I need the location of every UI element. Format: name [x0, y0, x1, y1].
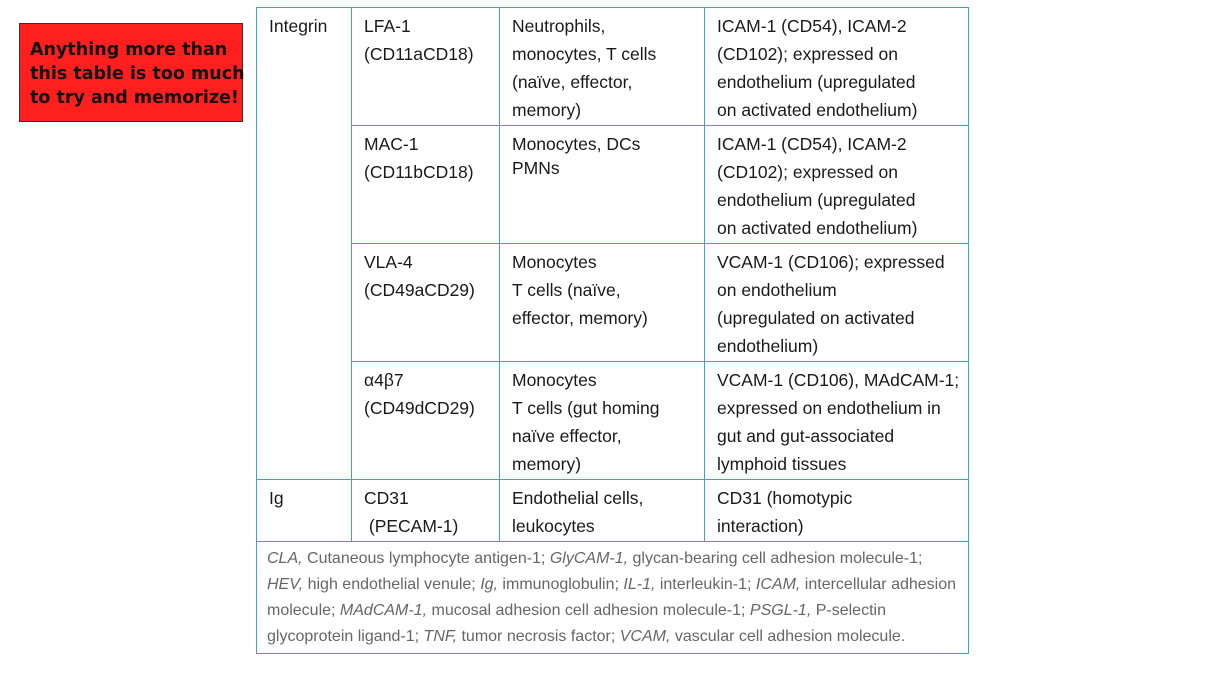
ligand-line: on activated endothelium) [717, 218, 918, 238]
abbr-term: PSGL-1, [749, 602, 812, 619]
ligand-cell: VCAM-1 (CD106), MAdCAM-1; expressed on e… [704, 361, 969, 480]
cell-types-line: (naïve, effector, [512, 72, 633, 92]
molecule-cell: α4β7 (CD49dCD29) [351, 361, 500, 480]
ligand-line: ICAM-1 (CD54), ICAM-2 [717, 16, 907, 36]
abbr-term: HEV, [267, 576, 304, 593]
ligand-line: ICAM-1 (CD54), ICAM-2 [717, 134, 907, 154]
cell-types-line: T cells (naïve, [512, 280, 621, 300]
family-label: Integrin [269, 16, 328, 36]
ligand-line: VCAM-1 (CD106); expressed [717, 252, 945, 272]
molecule-line: (PECAM-1) [364, 516, 459, 536]
ligand-line: (CD102); expressed on [717, 44, 898, 64]
abbr-definition: vascular cell adhesion molecule. [670, 628, 906, 645]
cell-types-line: monocytes, T cells [512, 44, 657, 64]
table-row: Integrin LFA-1 (CD11aCD18) Neutrophils, … [256, 7, 969, 126]
abbr-definition: high endothelial venule; [303, 576, 481, 593]
abbr-term: MAdCAM-1, [339, 602, 428, 619]
molecule-line: LFA-1 [364, 16, 411, 36]
molecule-cell: LFA-1 (CD11aCD18) [351, 7, 500, 126]
ligand-line: gut and gut-associated [717, 426, 895, 446]
molecule-cell: CD31 (PECAM-1) [351, 479, 500, 542]
abbr-definition: Cutaneous lymphocyte antigen-1; [302, 550, 550, 567]
molecule-line: (CD49dCD29) [364, 398, 475, 418]
family-label: Ig [269, 488, 284, 508]
family-cell: Integrin [256, 7, 352, 126]
ligand-line: on endothelium [717, 280, 837, 300]
abbr-definition: interleukin-1; [655, 576, 756, 593]
abbr-term: IL-1, [623, 576, 656, 593]
cell-types-line: Monocytes [512, 370, 597, 390]
family-cell: Ig [256, 479, 352, 542]
cell-types-line: effector, memory) [512, 308, 648, 328]
table-row: Ig CD31 (PECAM-1) Endothelial cells, leu… [256, 479, 969, 542]
cell-types-cell: Endothelial cells, leukocytes [499, 479, 705, 542]
molecule-line: (CD11aCD18) [364, 44, 474, 64]
abbr-definition: mucosal adhesion cell adhesion molecule-… [427, 602, 750, 619]
cell-types-cell: Neutrophils, monocytes, T cells (naïve, … [499, 7, 705, 126]
molecule-line: (CD49aCD29) [364, 280, 475, 300]
ligand-line: on activated endothelium) [717, 100, 918, 120]
ligand-line: lymphoid tissues [717, 454, 847, 474]
molecule-line: VLA-4 [364, 252, 413, 272]
cell-types-line: PMNs [512, 158, 560, 178]
cell-types-line: Endothelial cells, [512, 488, 644, 508]
ligand-cell: ICAM-1 (CD54), ICAM-2 (CD102); expressed… [704, 7, 969, 126]
molecule-line: MAC-1 [364, 134, 419, 154]
abbr-definition: P-selectin glycoprotein ligand-1; [267, 602, 886, 645]
ligand-line: expressed on endothelium in [717, 398, 941, 418]
ligand-line: (upregulated on activated [717, 308, 915, 328]
abbr-term: ICAM, [755, 576, 801, 593]
family-cell [256, 361, 352, 480]
abbr-definition: tumor necrosis factor; [457, 628, 620, 645]
abbr-term: TNF, [423, 628, 458, 645]
memorize-callout: Anything more than this table is too muc… [19, 23, 245, 122]
callout-line: Anything more than [30, 40, 228, 60]
adhesion-molecule-table: Integrin LFA-1 (CD11aCD18) Neutrophils, … [256, 7, 969, 654]
abbr-definition: glycan-bearing cell adhesion molecule-1; [628, 550, 923, 567]
table-row: MAC-1 (CD11bCD18) Monocytes, DCs PMNs IC… [256, 125, 969, 244]
cell-types-line: Monocytes, DCs [512, 134, 641, 154]
ligand-line: endothelium) [717, 336, 819, 356]
cell-types-line: memory) [512, 100, 582, 120]
cell-types-line: memory) [512, 454, 582, 474]
ligand-line: (CD102); expressed on [717, 162, 898, 182]
cell-types-line: Neutrophils, [512, 16, 606, 36]
cell-types-line: Monocytes [512, 252, 597, 272]
table-footnote-row: CLA, Cutaneous lymphocyte antigen-1; Gly… [256, 541, 969, 654]
table-row: VLA-4 (CD49aCD29) Monocytes T cells (naï… [256, 243, 969, 362]
cell-types-line: leukocytes [512, 516, 595, 536]
cell-types-line: T cells (gut homing [512, 398, 660, 418]
abbr-definition: immunoglobulin; [497, 576, 624, 593]
abbr-term: CLA, [267, 550, 303, 567]
molecule-cell: VLA-4 (CD49aCD29) [351, 243, 500, 362]
cell-types-line: naïve effector, [512, 426, 622, 446]
ligand-cell: ICAM-1 (CD54), ICAM-2 (CD102); expressed… [704, 125, 969, 244]
ligand-line: endothelium (upregulated [717, 72, 916, 92]
callout-line: this table is too much [30, 64, 245, 84]
abbr-definition: intercellular adhesion molecule; [267, 576, 957, 619]
abbr-term: CLA, Cutaneous lymphocyte antigen-1; [267, 550, 550, 567]
ligand-cell: CD31 (homotypic interaction) [704, 479, 969, 542]
ligand-line: CD31 (homotypic [717, 488, 853, 508]
molecule-line: (CD11bCD18) [364, 162, 474, 182]
ligand-line: interaction) [717, 516, 804, 536]
molecule-line: CD31 [364, 488, 409, 508]
table-row: α4β7 (CD49dCD29) Monocytes T cells (gut … [256, 361, 969, 480]
cell-types-cell: Monocytes T cells (naïve, effector, memo… [499, 243, 705, 362]
abbr-term: Ig, [480, 576, 498, 593]
ligand-line: endothelium (upregulated [717, 190, 916, 210]
abbr-term: VCAM, [619, 628, 671, 645]
family-cell [256, 125, 352, 244]
abbreviations-note: CLA, Cutaneous lymphocyte antigen-1; Gly… [256, 541, 969, 654]
molecule-cell: MAC-1 (CD11bCD18) [351, 125, 500, 244]
callout-line: to try and memorize! [30, 88, 239, 108]
ligand-line: VCAM-1 (CD106), MAdCAM-1; [717, 370, 960, 390]
molecule-line: α4β7 [364, 370, 404, 390]
family-cell [256, 243, 352, 362]
cell-types-cell: Monocytes, DCs PMNs [499, 125, 705, 244]
abbr-term: GlyCAM-1, [549, 550, 629, 567]
ligand-cell: VCAM-1 (CD106); expressed on endothelium… [704, 243, 969, 362]
cell-types-cell: Monocytes T cells (gut homing naïve effe… [499, 361, 705, 480]
